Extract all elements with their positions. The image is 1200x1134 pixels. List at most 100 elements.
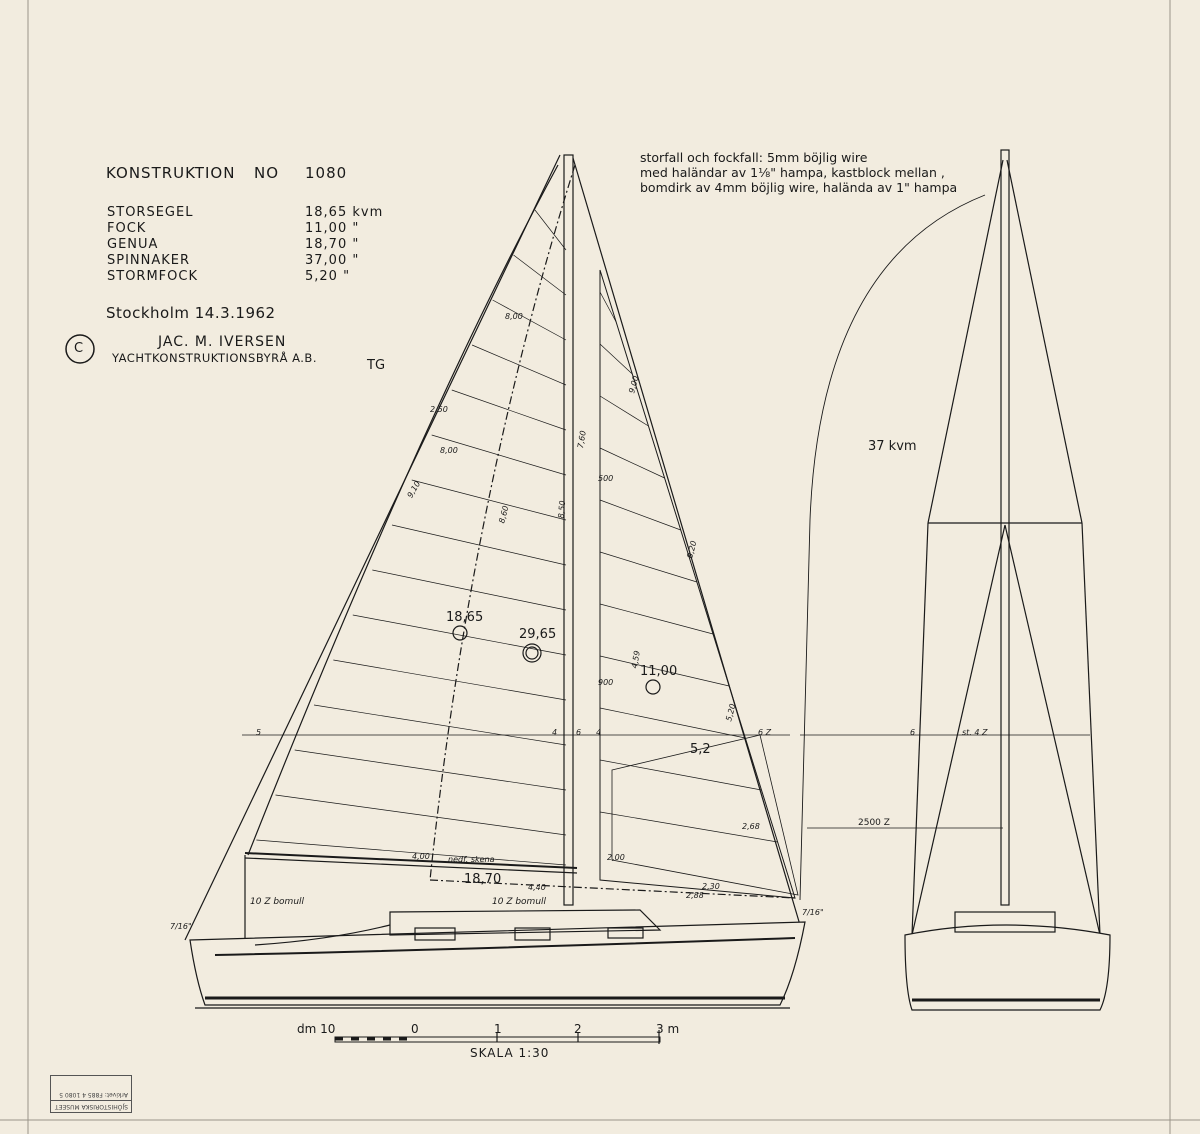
designer: JAC. M. IVERSEN [158, 334, 287, 350]
sail-seam [313, 704, 567, 746]
sail-seam [275, 794, 567, 836]
forestay [572, 157, 801, 926]
dim-label: 7/16" [170, 922, 192, 931]
note-line: med haländar av 1⅛" hampa, kastblock mel… [640, 165, 945, 180]
title-no: NO [254, 164, 280, 182]
ce-main [452, 625, 468, 641]
scale-dm-label: dm 10 [297, 1022, 336, 1036]
jib-seam [599, 603, 714, 635]
dim-label: 2,88 [686, 891, 704, 900]
dim-label: 2,68 [742, 822, 760, 831]
boom [244, 852, 578, 869]
note-line: storfall och fockfall: 5mm böjlig wire [640, 150, 868, 165]
dim-label: 2,30 [702, 882, 720, 891]
sail-seam [451, 389, 567, 431]
dim-label: 2500 Z [858, 818, 890, 828]
sail-name: STORMFOCK [107, 269, 198, 284]
profile-hull [189, 909, 806, 1009]
scale-tick-3: 3 m [656, 1022, 680, 1036]
sail-seam [391, 524, 567, 566]
dim-label: 4 [552, 728, 558, 737]
dim-label: 8,00 [505, 312, 523, 321]
sail-name: STORSEGEL [107, 205, 194, 220]
sail-seam [352, 614, 567, 656]
sail-seam [411, 479, 567, 521]
sail-name: FOCK [107, 221, 147, 236]
jib-seam [599, 655, 730, 687]
place-date: Stockholm 14.3.1962 [106, 304, 276, 322]
scale-tick-2: 2 [574, 1022, 582, 1036]
dim-label: 5 [256, 728, 262, 737]
sail-seam [372, 569, 567, 611]
jib-seam [599, 499, 681, 531]
sail-seam [256, 839, 567, 866]
sail-area: 18,70 " [305, 237, 360, 252]
sail-seam [513, 254, 567, 296]
scale-tick-0: 0 [411, 1022, 419, 1036]
ce-jib [645, 679, 661, 695]
jib [599, 269, 796, 899]
mast [563, 154, 574, 906]
stamp-line: Arkivet: F885 4 1080 5 [59, 1091, 128, 1098]
stormfock [611, 734, 799, 896]
company: YACHTKONSTRUKTIONSBYRÅ A.B. [112, 351, 317, 365]
dim-label: 2,50 [430, 405, 448, 414]
spinnaker-area-label: 37 kvm [868, 439, 917, 454]
genua-area-label: 18,70 [464, 872, 502, 887]
sail-area: 37,00 " [305, 253, 360, 268]
dim-label: 6 [910, 728, 916, 737]
main-area-label: 18,65 [446, 610, 484, 625]
jib-seam [599, 551, 697, 583]
stormfock-area-label: 5,2 [690, 742, 711, 757]
sail-name: GENUA [107, 237, 159, 252]
dim-label: 7/16" [802, 908, 824, 917]
sail-seam [534, 209, 567, 251]
sail-seam [471, 344, 567, 386]
mainsail-leech [247, 164, 559, 856]
dim-label: 8,50 [556, 500, 568, 519]
museum-stamp: SJÖHISTORISKA MUSEET Arkivet: F885 4 108… [50, 1075, 132, 1113]
copyright-symbol: C [74, 341, 84, 356]
jib-seam [599, 395, 649, 427]
dim-label: nedf. skena [448, 855, 495, 864]
jib-seam [599, 759, 762, 791]
jib-seam [599, 707, 746, 739]
title: KONSTRUKTION [106, 164, 236, 182]
dim-label: 4 [596, 728, 602, 737]
dim-label: 500 [598, 474, 614, 483]
rigging-note: storfall och fockfall: 5mm böjlig wire m… [640, 150, 957, 195]
jib-seam [599, 343, 633, 375]
dim-label: 6 Z [758, 728, 772, 737]
stamp-line: SJÖHISTORISKA MUSEET [51, 1100, 131, 1112]
sail-seam [294, 749, 567, 791]
sail-seam [431, 434, 567, 476]
jib-seam [599, 291, 617, 323]
dim-label: 4,00 [412, 852, 430, 861]
genua-foot [429, 879, 796, 899]
dim-label: 2,00 [607, 853, 625, 862]
jib-seam [599, 811, 778, 843]
scale-tick-1: 1 [494, 1022, 502, 1036]
scale-label: SKALA 1:30 [470, 1046, 550, 1060]
sail-list: STORSEGEL FOCK GENUA SPINNAKER STORMFOCK [107, 205, 198, 285]
sail-area: 11,00 " [305, 221, 360, 236]
dim-label: 900 [598, 678, 614, 687]
front-view [799, 149, 1111, 1011]
copyright-circle [65, 334, 95, 364]
initials: TG [367, 358, 386, 373]
scale-bar [334, 1030, 661, 1044]
sail-seam [492, 299, 567, 341]
jib-area-label: 11,00 [640, 664, 678, 679]
backstay [184, 154, 561, 941]
sail-area: 5,20 " [305, 269, 351, 284]
sail-seam [333, 659, 567, 701]
note-line: bomdirk av 4mm böjlig wire, halända av 1… [640, 180, 958, 195]
dim-label: 10 Z bomull [250, 897, 305, 907]
sail-areas: 18,65 kvm 11,00 " 18,70 " 37,00 " 5,20 " [305, 205, 383, 285]
profile-rig [184, 154, 1090, 941]
ce-total [522, 643, 542, 663]
sail-name: SPINNAKER [107, 253, 191, 268]
dim-label: 10 Z bomull [492, 897, 547, 907]
genua-leech [429, 164, 576, 881]
